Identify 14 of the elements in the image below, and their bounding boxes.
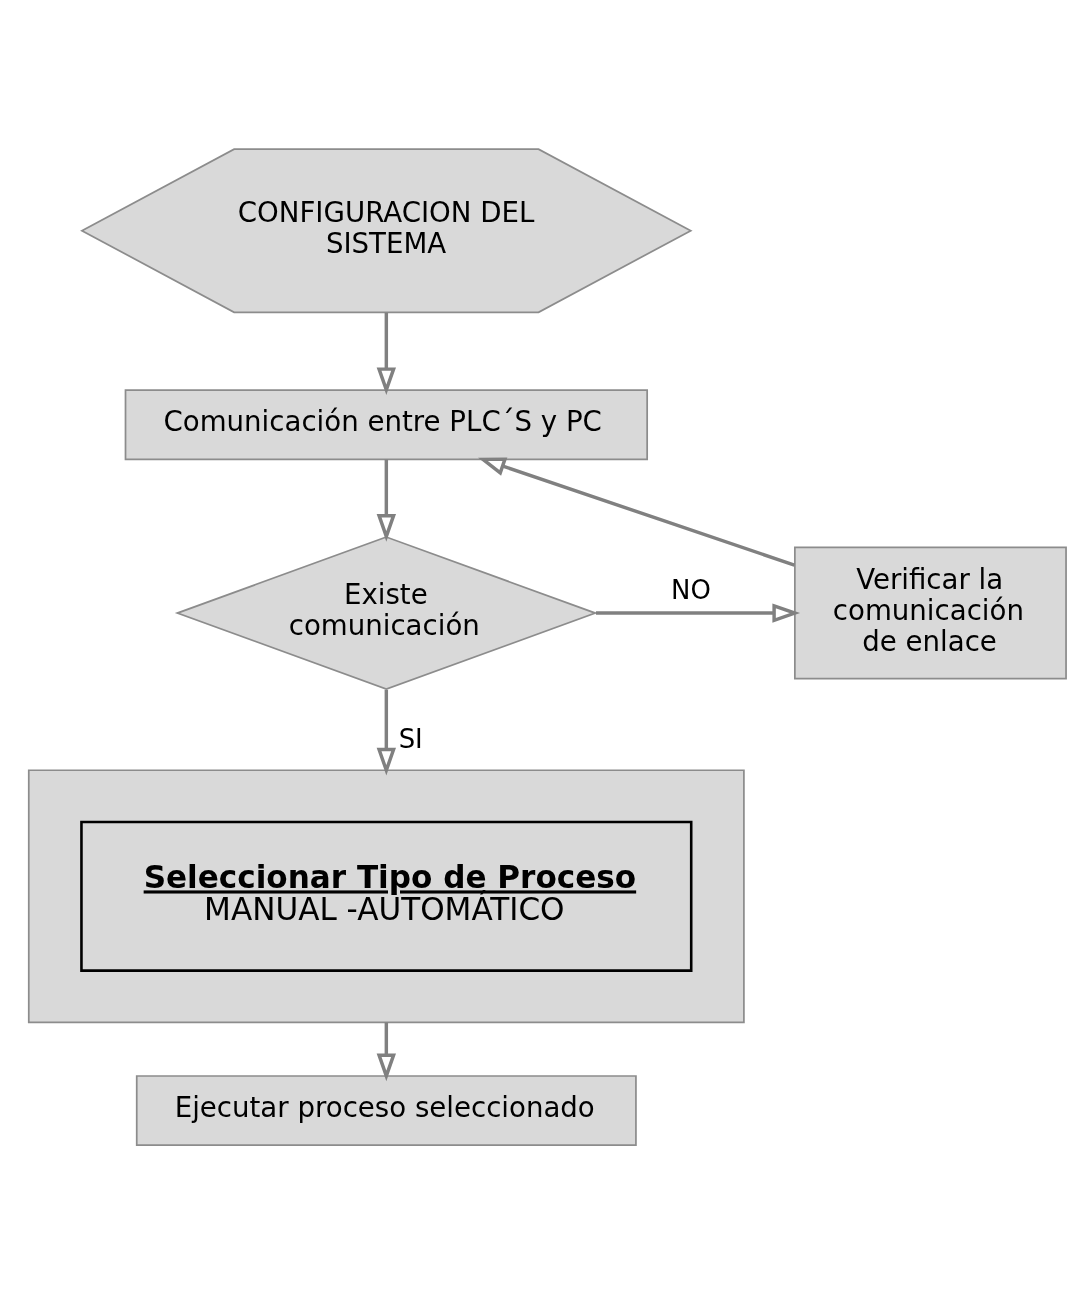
arrow bbox=[376, 459, 397, 542]
node-diamond: Existe comunicación bbox=[174, 536, 598, 690]
edge-label: NO bbox=[671, 575, 711, 606]
node-box: Verificar la comunicación de enlace bbox=[794, 546, 1067, 680]
cluster bbox=[27, 769, 745, 1024]
arrow bbox=[376, 312, 397, 396]
arrow bbox=[376, 689, 397, 776]
arrow bbox=[595, 603, 801, 623]
arrow bbox=[376, 1022, 397, 1082]
node-box: Comunicación entre PLC´S y PC bbox=[124, 389, 649, 461]
node-box: Ejecutar proceso seleccionado bbox=[135, 1075, 637, 1146]
edge-label: SI bbox=[398, 723, 423, 754]
node-box: Seleccionar Tipo de Proceso MANUAL -AUTOMÁTICO bbox=[80, 820, 693, 972]
arrow bbox=[478, 457, 795, 567]
